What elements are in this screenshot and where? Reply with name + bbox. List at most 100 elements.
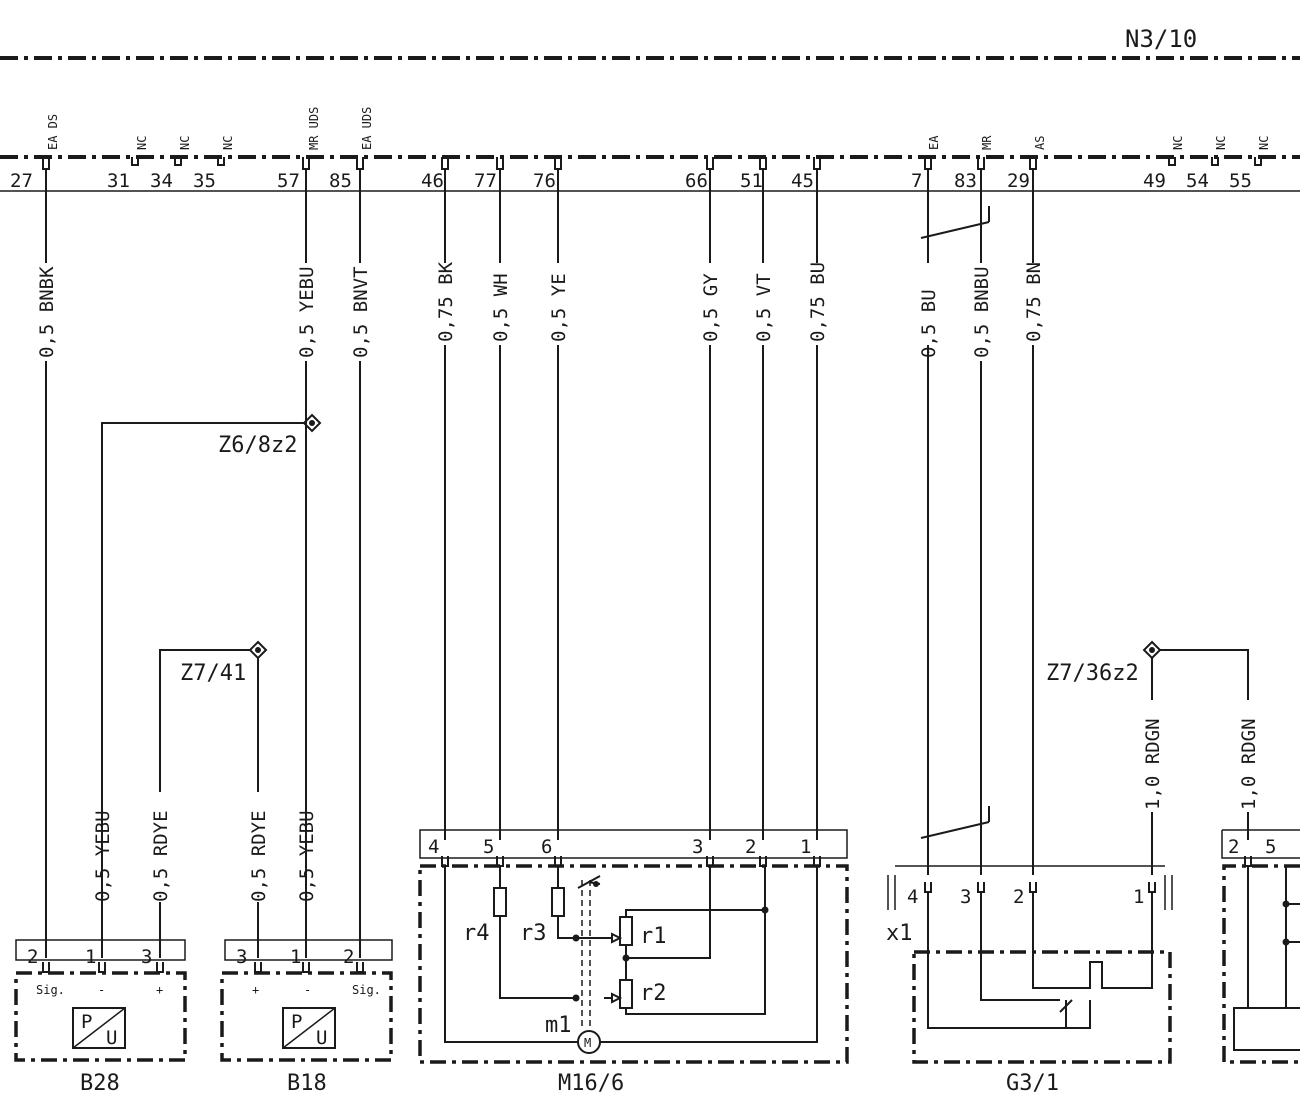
pin-signal: EA UDS bbox=[360, 107, 374, 150]
sensor-symbol: P bbox=[291, 1011, 302, 1033]
internal-label: r4 bbox=[463, 921, 490, 946]
pin-number: 4 bbox=[907, 886, 918, 908]
wire-label: 0,5 YEBU bbox=[296, 266, 318, 358]
pin-number: 83 bbox=[954, 170, 977, 192]
connector-id: N3/10 bbox=[1125, 25, 1197, 53]
pin-number: 66 bbox=[685, 170, 708, 192]
pin-mark: + bbox=[156, 983, 163, 997]
motor-symbol: M bbox=[584, 1036, 591, 1050]
wire-label: 0,5 GY bbox=[700, 273, 722, 342]
pin-number: 55 bbox=[1229, 170, 1252, 192]
component-label: M16/6 bbox=[558, 1071, 624, 1096]
top-pin-signals: EA DS NC NC NC MR UDS EA UDS EA MR AS NC… bbox=[46, 107, 1271, 150]
pin-number: 77 bbox=[474, 170, 497, 192]
component-b18: 3 1 2 + - Sig. P U B18 bbox=[220, 939, 393, 1096]
internal-label: r1 bbox=[640, 924, 667, 949]
splice-z7-36z2: Z7/36z2 bbox=[1046, 640, 1249, 875]
twisted-pair-marks bbox=[920, 206, 990, 839]
pin-number: 3 bbox=[236, 946, 247, 968]
wire-label: 0,5 RDYE bbox=[248, 810, 270, 902]
wire-label: 0,5 BNBK bbox=[36, 266, 58, 358]
pin-number: 57 bbox=[277, 170, 300, 192]
internal-label: r2 bbox=[640, 981, 667, 1006]
splice-label: Z7/41 bbox=[180, 661, 246, 686]
lower-wire-labels: 0,5 YEBU 0,5 RDYE 0,5 RDYE 0,5 YEBU 1,0 … bbox=[92, 718, 1260, 902]
pin-number: 45 bbox=[791, 170, 814, 192]
wire-label: 0,5 YE bbox=[548, 273, 570, 342]
component-b28: 2 1 3 Sig. - + P U B28 bbox=[14, 939, 187, 1096]
pin-number: 49 bbox=[1143, 170, 1166, 192]
pin-signal: AS bbox=[1033, 136, 1047, 150]
pin-number: 3 bbox=[692, 836, 703, 858]
pin-signal: NC bbox=[221, 136, 235, 150]
wire-label: 0,75 BU bbox=[807, 262, 829, 342]
wire-label: 0,5 BU bbox=[918, 289, 940, 358]
pin-number: 2 bbox=[1013, 886, 1024, 908]
pin-number: 2 bbox=[745, 836, 756, 858]
component-label: B18 bbox=[287, 1071, 327, 1096]
wire-label: 0,5 BNVT bbox=[350, 266, 372, 358]
pin-signal: EA DS bbox=[46, 114, 60, 150]
pin-number: 1 bbox=[85, 946, 96, 968]
upper-wire-labels: 0,5 BNBK 0,5 YEBU 0,5 BNVT 0,75 BK 0,5 W… bbox=[36, 261, 1045, 358]
pin-number: 4 bbox=[428, 836, 439, 858]
wire-label: 1,0 RDGN bbox=[1238, 718, 1260, 810]
pin-number: 3 bbox=[960, 886, 971, 908]
splice-z6-8z2: Z6/8z2 bbox=[101, 413, 322, 840]
pin-mark: Sig. bbox=[36, 983, 65, 997]
splice-label: Z6/8z2 bbox=[218, 433, 297, 458]
pin-signal: EA bbox=[927, 135, 941, 150]
pin-number: 2 bbox=[343, 946, 354, 968]
internal-label: r3 bbox=[520, 921, 547, 946]
pin-number: 34 bbox=[150, 170, 173, 192]
wire-label: 0,5 RDYE bbox=[150, 810, 172, 902]
pin-signal: NC bbox=[1214, 136, 1228, 150]
sensor-symbol: U bbox=[106, 1027, 117, 1049]
component-label: G3/1 bbox=[1006, 1071, 1059, 1096]
wire-label: 0,5 YEBU bbox=[296, 810, 318, 902]
wire-label: 0,75 BN bbox=[1023, 262, 1045, 342]
pin-number: 85 bbox=[329, 170, 352, 192]
pin-number: 51 bbox=[740, 170, 763, 192]
pin-number: 2 bbox=[1228, 836, 1239, 858]
sensor-symbol: P bbox=[81, 1011, 92, 1033]
pin-number: 6 bbox=[541, 836, 552, 858]
pin-number: 1 bbox=[290, 946, 301, 968]
pin-mark: - bbox=[304, 983, 311, 997]
pin-number: 35 bbox=[193, 170, 216, 192]
sensor-symbol: U bbox=[316, 1027, 327, 1049]
pin-number: 31 bbox=[107, 170, 130, 192]
pin-mark: + bbox=[252, 983, 259, 997]
pin-signal: NC bbox=[135, 136, 149, 150]
wire-label: 1,0 RDGN bbox=[1142, 718, 1164, 810]
wire-runs bbox=[45, 179, 1034, 958]
pin-number: 29 bbox=[1007, 170, 1030, 192]
pin-signal: NC bbox=[1257, 136, 1271, 150]
pin-number: 5 bbox=[1265, 836, 1276, 858]
internal-label: m1 bbox=[545, 1013, 572, 1038]
pin-number: 2 bbox=[27, 946, 38, 968]
top-terminals bbox=[42, 157, 1262, 179]
wire-label: 0,5 YEBU bbox=[92, 810, 114, 902]
pin-signal: NC bbox=[178, 136, 192, 150]
splice-z7-41: Z7/41 bbox=[159, 640, 268, 958]
top-pin-row: 27 31 34 35 57 85 46 77 76 66 51 45 7 83… bbox=[10, 170, 1252, 192]
component-m16-6: 4 5 6 3 2 1 M r4 r3 r1 r2 bbox=[418, 829, 849, 1096]
connector-label: x1 bbox=[886, 921, 913, 946]
pin-number: 76 bbox=[533, 170, 556, 192]
wire-label: 0,5 BNBU bbox=[971, 266, 993, 358]
pin-mark: Sig. bbox=[352, 983, 381, 997]
pin-signal: NC bbox=[1171, 136, 1185, 150]
component-right-partial: 2 5 bbox=[1221, 829, 1300, 1064]
pin-number: 1 bbox=[1133, 886, 1144, 908]
pin-number: 54 bbox=[1186, 170, 1209, 192]
pin-number: 3 bbox=[141, 946, 152, 968]
wire-label: 0,5 VT bbox=[753, 273, 775, 342]
pin-number: 27 bbox=[10, 170, 33, 192]
component-g3-1: x1 4 3 2 1 G3/1 bbox=[886, 865, 1173, 1096]
pin-number: 1 bbox=[800, 836, 811, 858]
pin-signal: MR bbox=[980, 135, 994, 150]
splice-label: Z7/36z2 bbox=[1046, 661, 1139, 686]
wire-label: 0,5 WH bbox=[490, 273, 512, 342]
